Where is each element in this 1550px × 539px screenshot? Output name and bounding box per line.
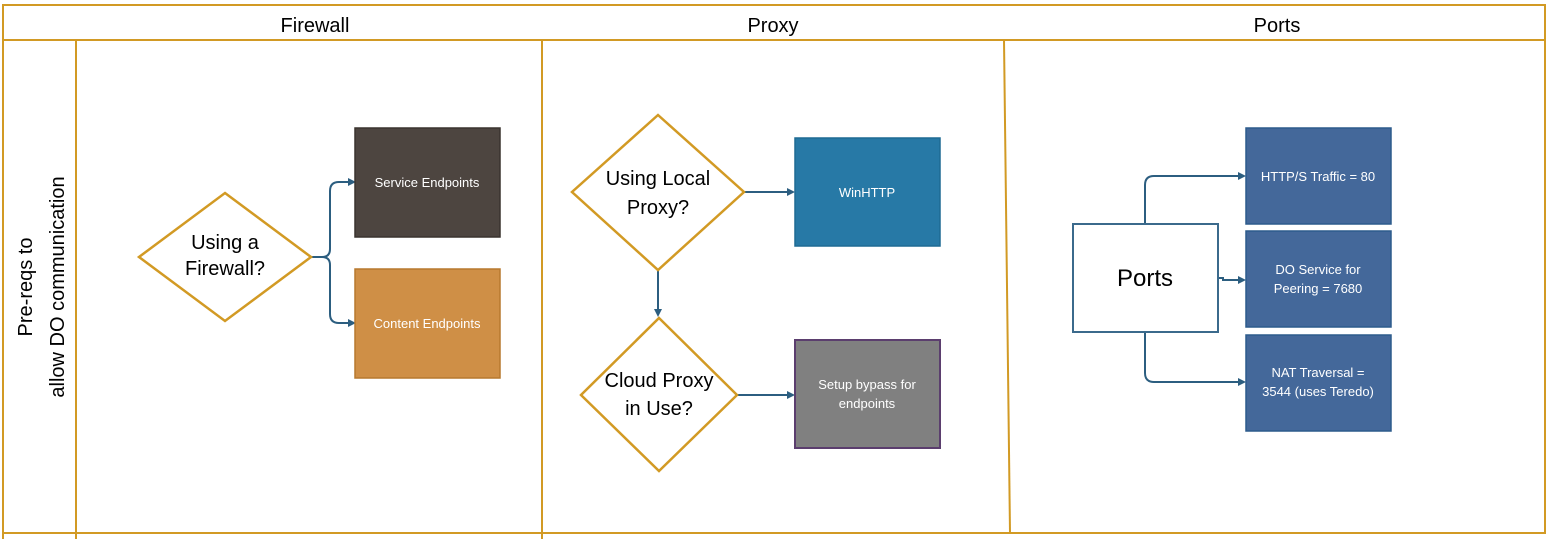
winhttp-label: WinHTTP — [839, 185, 895, 200]
service-endpoints-label: Service Endpoints — [375, 175, 480, 190]
firewall-decision-diamond — [136, 191, 314, 323]
cloud-proxy-question-line2: in Use? — [625, 398, 693, 420]
do-service-label-line1: DO Service for — [1275, 262, 1361, 277]
connectors — [311, 172, 1246, 399]
http-traffic-label: HTTP/S Traffic = 80 — [1261, 169, 1375, 184]
nat-traversal-box — [1245, 334, 1392, 432]
connector-ports-to-do-service — [1218, 276, 1246, 284]
lane-title-firewall: Firewall — [281, 15, 350, 37]
setup-bypass-box — [794, 339, 941, 449]
http-traffic-box — [1245, 127, 1392, 225]
local-proxy-decision-diamond — [570, 113, 746, 272]
connector-firewall-to-service — [311, 178, 356, 258]
lane-title-proxy: Proxy — [747, 15, 798, 37]
row-title: Pre-reqs to allow DO communication — [15, 176, 69, 397]
proxy-ports-divider — [1003, 39, 1011, 534]
row-title-line1: Pre-reqs to — [15, 238, 37, 337]
do-service-box — [1245, 230, 1392, 328]
local-proxy-question-line2: Proxy? — [627, 197, 689, 219]
nat-traversal-label-line2: 3544 (uses Teredo) — [1262, 384, 1374, 399]
winhttp-box — [794, 137, 941, 247]
nat-traversal-label-line1: NAT Traversal = — [1271, 365, 1364, 380]
firewall-question-line2: Firewall? — [185, 258, 265, 280]
ports-main-label: Ports — [1117, 265, 1173, 292]
service-endpoints-box — [354, 127, 501, 238]
content-endpoints-box — [354, 268, 501, 379]
content-endpoints-label: Content Endpoints — [374, 316, 481, 331]
row-title-line2: allow DO communication — [47, 176, 69, 397]
connector-ports-to-http — [1144, 172, 1246, 223]
setup-bypass-label-line2: endpoints — [839, 396, 896, 411]
local-proxy-question-line1: Using Local — [606, 168, 711, 190]
ports-main-box — [1072, 223, 1219, 333]
swimlane-frame — [2, 4, 1546, 539]
lane-title-ports: Ports — [1254, 15, 1301, 37]
do-service-label-line2: Peering = 7680 — [1274, 281, 1363, 296]
connector-ports-to-nat — [1144, 333, 1246, 386]
setup-bypass-label-line1: Setup bypass for — [818, 377, 916, 392]
firewall-question-line1: Using a — [191, 232, 260, 254]
connector-firewall-to-content — [311, 256, 356, 327]
cloud-proxy-question-line1: Cloud Proxy — [605, 370, 714, 392]
cloud-proxy-decision-diamond — [579, 316, 739, 473]
